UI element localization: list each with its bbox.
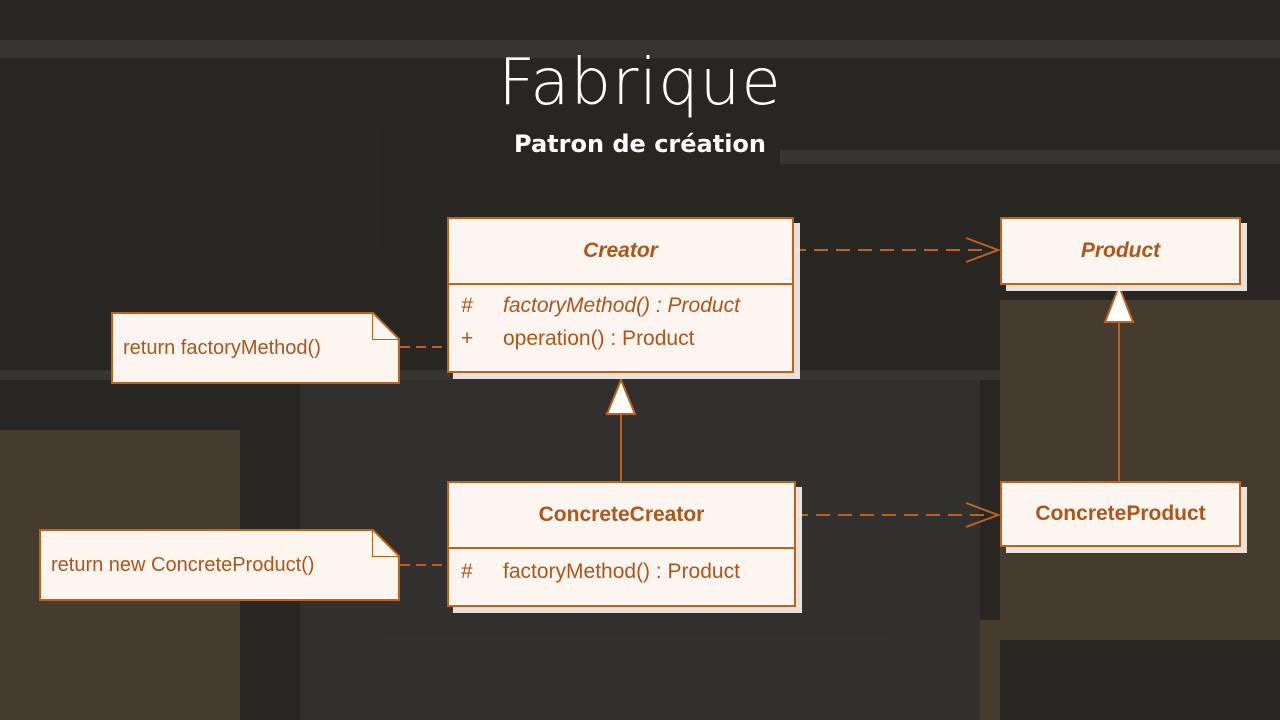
visibility-marker: + <box>461 326 474 350</box>
note-concrete-creator[interactable]: return new ConcreteProduct() <box>39 529 400 601</box>
class-name: ConcreteCreator <box>538 503 705 526</box>
class-members: # factoryMethod() : Product <box>449 547 794 592</box>
class-concrete-creator[interactable]: ConcreteCreator # factoryMethod() : Prod… <box>447 481 796 607</box>
page-subtitle: Patron de création <box>514 130 766 158</box>
visibility-marker: # <box>461 293 473 317</box>
class-product[interactable]: Product <box>1000 217 1241 285</box>
dependency-arrowhead <box>965 237 1001 263</box>
note-creator[interactable]: return factoryMethod() <box>111 312 400 384</box>
note-text: return factoryMethod() <box>123 336 321 359</box>
class-name: ConcreteProduct <box>1035 502 1206 525</box>
note-fold-icon <box>372 312 400 340</box>
class-members: # factoryMethod() : Product + operation(… <box>449 283 792 359</box>
class-name: Creator <box>583 239 658 262</box>
member-row: # factoryMethod() : Product <box>461 555 782 588</box>
generalization-arrowhead <box>1103 283 1135 323</box>
class-concrete-product[interactable]: ConcreteProduct <box>1000 481 1241 547</box>
generalization-arrowhead <box>605 377 637 415</box>
page-title: Fabrique <box>498 46 782 120</box>
class-name: Product <box>1080 239 1161 262</box>
member-row: + operation() : Product <box>461 322 780 355</box>
class-creator[interactable]: Creator # factoryMethod() : Product + op… <box>447 217 794 373</box>
note-fold-icon <box>372 529 400 557</box>
member-row: # factoryMethod() : Product <box>461 289 780 322</box>
dependency-arrowhead <box>965 502 1001 528</box>
visibility-marker: # <box>461 559 473 583</box>
note-text: return new ConcreteProduct() <box>51 553 315 576</box>
member-text: factoryMethod() : Product <box>503 559 740 583</box>
member-text: operation() : Product <box>503 326 695 350</box>
member-text: factoryMethod() : Product <box>503 293 740 317</box>
